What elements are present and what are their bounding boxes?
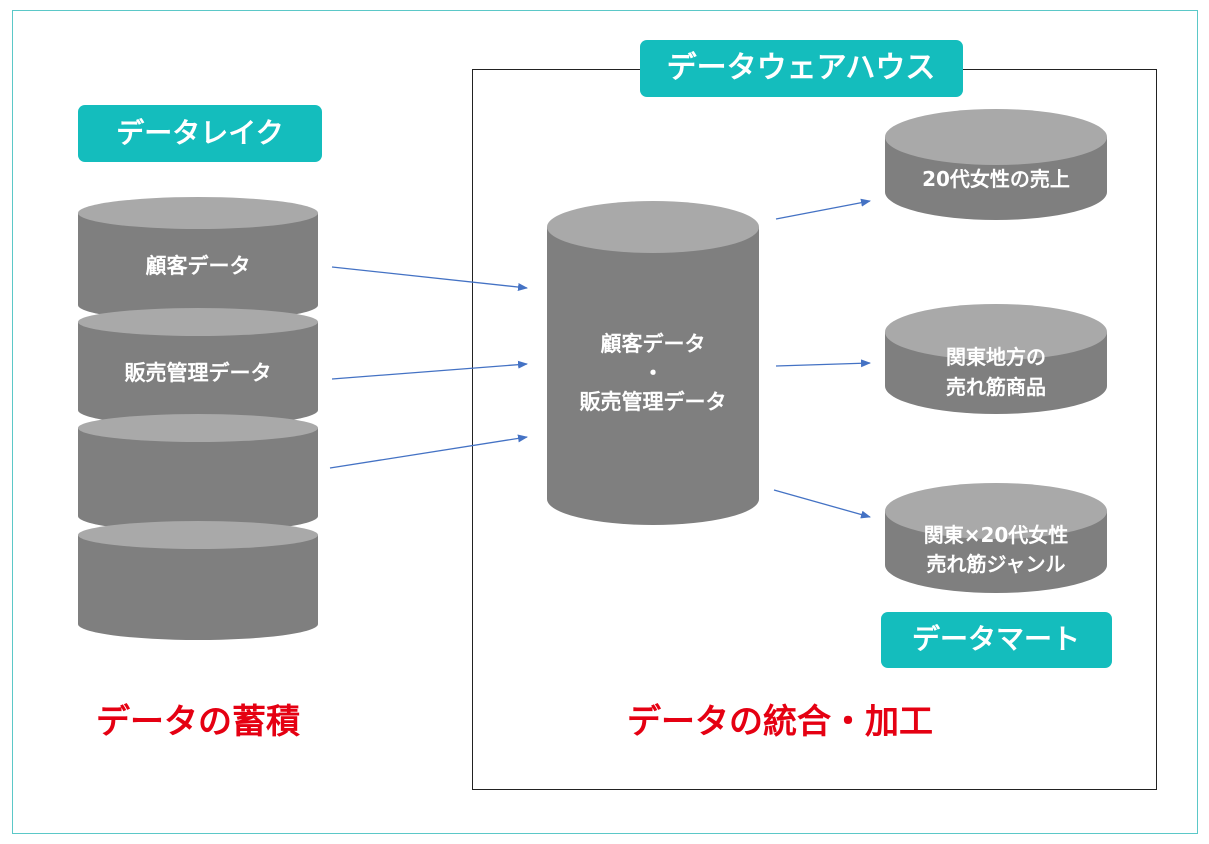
data-warehouse-label: データウェアハウス <box>640 40 963 97</box>
svg-text:データマート: データマート <box>912 623 1080 656</box>
svg-text:20代女性の売上: 20代女性の売上 <box>922 167 1070 191</box>
data-mart-disk-1: 20代女性の売上 <box>885 109 1107 220</box>
lake-segment-2: 販売管理データ <box>78 308 318 426</box>
data-mart-disk-2: 関東地方の 売れ筋商品 <box>885 304 1107 414</box>
svg-text:データレイク: データレイク <box>116 117 283 150</box>
arrow-warehouse-to-mart-1 <box>775 198 871 220</box>
arrow-lake-to-warehouse-2 <box>331 360 528 380</box>
svg-text:データウェアハウス: データウェアハウス <box>667 51 936 86</box>
svg-text:顧客データ: 顧客データ <box>146 254 251 278</box>
svg-text:販売管理データ: 販売管理データ <box>580 390 727 414</box>
arrow-lake-to-warehouse-1 <box>331 266 528 292</box>
warehouse-caption: データの統合・加工 <box>627 702 933 742</box>
arrow-warehouse-to-mart-3 <box>773 489 871 519</box>
data-warehouse-cylinder: 顧客データ ・ 販売管理データ <box>547 201 759 525</box>
data-lake-label: データレイク <box>78 105 322 162</box>
data-mart-disk-3: 関東×20代女性 売れ筋ジャンル <box>885 483 1107 593</box>
lake-segment-3 <box>78 414 318 532</box>
svg-text:関東地方の: 関東地方の <box>946 345 1046 369</box>
lake-caption: データの蓄積 <box>96 702 300 742</box>
arrow-warehouse-to-mart-2 <box>775 359 871 368</box>
svg-text:販売管理データ: 販売管理データ <box>125 361 272 385</box>
svg-text:顧客データ: 顧客データ <box>601 332 706 356</box>
outer-frame <box>12 10 1198 834</box>
svg-text:関東×20代女性: 関東×20代女性 <box>924 523 1069 547</box>
arrow-lake-to-warehouse-3 <box>329 434 528 469</box>
lake-segment-1: 顧客データ <box>78 197 318 321</box>
data-mart-label: データマート <box>881 612 1112 668</box>
data-lake-cylinder: 顧客データ 販売管理データ <box>78 197 318 640</box>
lake-segment-4 <box>78 521 318 640</box>
svg-text:売れ筋ジャンル: 売れ筋ジャンル <box>927 552 1066 576</box>
svg-text:売れ筋商品: 売れ筋商品 <box>946 375 1046 399</box>
svg-text:・: ・ <box>643 361 664 385</box>
